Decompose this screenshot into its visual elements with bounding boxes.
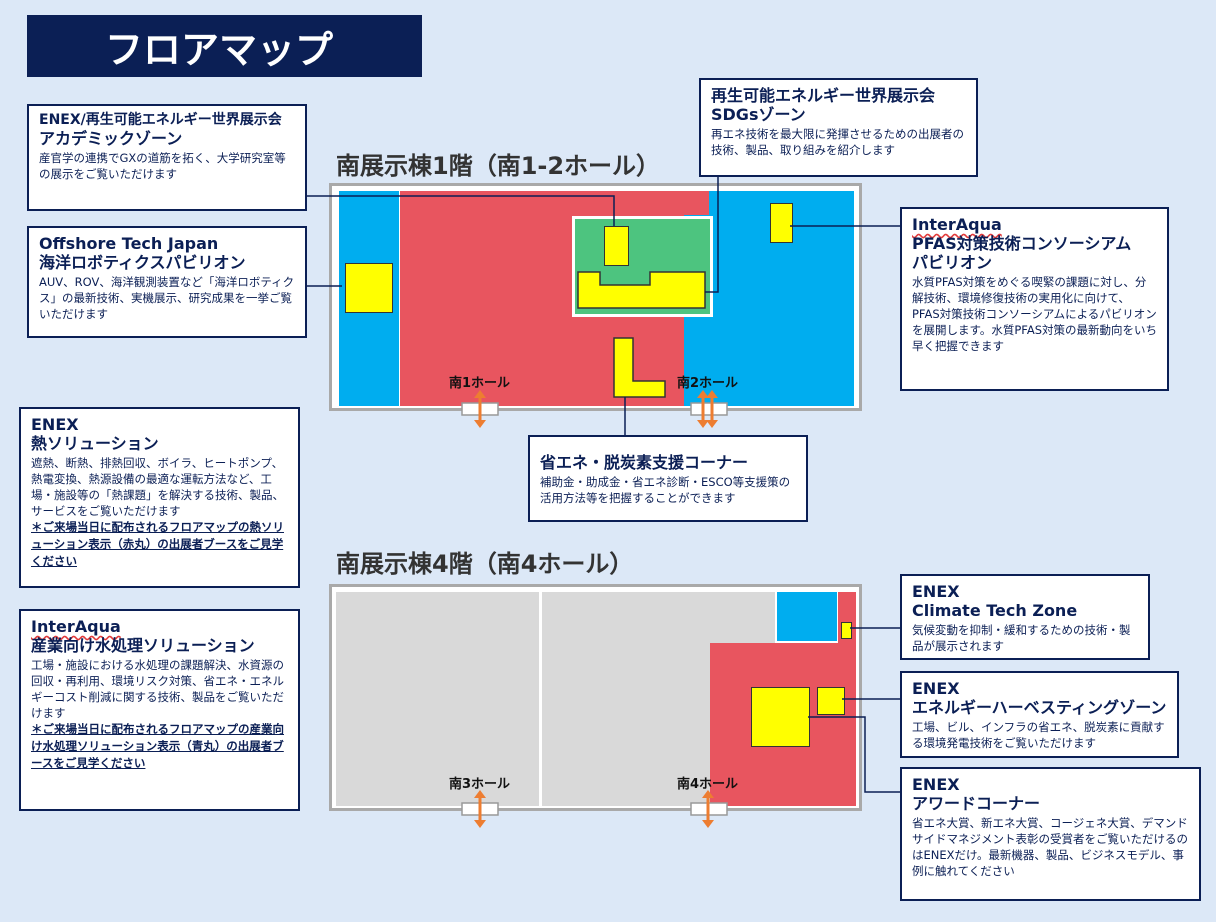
hall-label-s3: 南3ホール	[449, 777, 511, 792]
floor1-map: 南1ホール 南2ホール	[329, 183, 862, 411]
water-desc: 工場・施設における水処理の課題解決、水資源の回収・再利用、環境リスク対策、省エネ…	[31, 658, 284, 720]
pfas-line1: InterAqua	[912, 215, 1157, 234]
floor4-title: 南展示棟4階（南4ホール）	[336, 550, 634, 578]
info-box-pfas: InterAqua PFAS対策技術コンソーシアム パビリオン 水質PFAS対策…	[900, 207, 1169, 391]
heat-line2: 熱ソリューション	[31, 434, 159, 453]
harvesting-desc: 工場、ビル、インフラの省エネ、脱炭素に貢献する環境発電技術をご覧いただけます	[912, 720, 1165, 750]
info-box-water: InterAqua 産業向け水処理ソリューション 工場・施設における水処理の課題…	[19, 609, 300, 811]
award-desc: 省エネ大賞、新エネ大賞、コージェネ大賞、デマンドサイドマネジメント表彰の受賞者を…	[912, 816, 1188, 878]
sdgs-desc: 再エネ技術を最大限に発揮させるための出展者の技術、製品、取り組みを紹介します	[711, 127, 964, 157]
hall-label-s2: 南2ホール	[677, 376, 739, 391]
info-box-sdgs: 再生可能エネルギー世界展示会 SDGsゾーン 再エネ技術を最大限に発揮させるため…	[699, 78, 978, 177]
gray-hall-s3	[336, 592, 539, 806]
info-box-academic: ENEX/再生可能エネルギー世界展示会 アカデミックゾーン 産官学の連携でGXの…	[27, 104, 307, 211]
info-box-offshore: Offshore Tech Japan 海洋ロボティクスパビリオン AUV、RO…	[27, 226, 307, 338]
hall-label-s4: 南4ホール	[677, 777, 739, 792]
harvesting-line1: ENEX	[912, 679, 960, 698]
yellow-booth-pfas	[770, 203, 793, 243]
pfas-line3: パビリオン	[912, 253, 993, 272]
hall-label-s1: 南1ホール	[449, 376, 511, 391]
award-line1: ENEX	[912, 775, 960, 794]
award-line2: アワードコーナー	[912, 794, 1041, 813]
floor1-title: 南展示棟1階（南1-2ホール）	[336, 152, 661, 180]
sdgs-line1: 再生可能エネルギー世界展示会	[711, 86, 936, 105]
info-box-award: ENEX アワードコーナー 省エネ大賞、新エネ大賞、コージェネ大賞、デマンドサイ…	[900, 767, 1201, 901]
offshore-desc: AUV、ROV、海洋観測装置など「海洋ロボティクス」の最新技術、実機展示、研究成…	[39, 275, 295, 321]
heat-line1: ENEX	[31, 415, 79, 434]
harvesting-line2: エネルギーハーベスティングゾーン	[912, 698, 1167, 717]
water-note: ＊ご来場当日に配布されるフロアマップの産業向け水処理ソリューション表示（青丸）の…	[31, 722, 284, 770]
blue-zone-s4	[777, 592, 837, 641]
climate-line2: Climate Tech Zone	[912, 601, 1078, 620]
info-box-energy-saving: 省エネ・脱炭素支援コーナー 補助金・助成金・省エネ診断・ESCO等支援策の活用方…	[528, 435, 808, 522]
energy-saving-line1: 省エネ・脱炭素支援コーナー	[540, 453, 749, 472]
offshore-line2: 海洋ロボティクスパビリオン	[39, 253, 246, 272]
offshore-line1: Offshore Tech Japan	[39, 234, 219, 253]
yellow-booth-academic	[604, 226, 629, 266]
heat-desc: 遮熱、断熱、排熱回収、ボイラ、ヒートポンプ、熱電変換、熱源設備の最適な運転方法な…	[31, 456, 284, 518]
yellow-booth-offshore	[345, 263, 393, 313]
academic-line1: ENEX/再生可能エネルギー世界展示会	[39, 112, 282, 128]
red-zone-center-top-right	[684, 191, 709, 215]
pfas-line1-text: InterAqua	[912, 215, 1002, 234]
green-zone	[572, 216, 713, 317]
academic-desc: 産官学の連携でGXの道筋を拓く、大学研究室等の展示をご覧いただけます	[39, 151, 286, 181]
water-line1: InterAqua	[31, 617, 288, 636]
info-box-heat: ENEX 熱ソリューション 遮熱、断熱、排熱回収、ボイラ、ヒートポンプ、熱電変換…	[19, 407, 300, 588]
info-box-harvesting: ENEX エネルギーハーベスティングゾーン 工場、ビル、インフラの省エネ、脱炭素…	[900, 671, 1179, 758]
pfas-desc: 水質PFAS対策をめぐる喫緊の課題に対し、分解技術、環境修復技術の実用化に向けて…	[912, 275, 1158, 353]
pfas-line2: PFAS対策技術コンソーシアム	[912, 234, 1132, 253]
climate-line1: ENEX	[912, 582, 960, 601]
yellow-booth-climate	[841, 622, 852, 639]
academic-line2: アカデミックゾーン	[39, 129, 183, 148]
info-box-climate: ENEX Climate Tech Zone 気候変動を抑制・緩和するための技術…	[900, 574, 1150, 660]
heat-note: ＊ご来場当日に配布されるフロアマップの熱ソリューション表示（赤丸）の出展者ブース…	[31, 520, 284, 568]
floor4-map: 南3ホール 南4ホール	[329, 584, 862, 811]
page-title: フロアマップ	[27, 15, 422, 77]
sdgs-line2: SDGsゾーン	[711, 105, 806, 124]
yellow-booth-harvesting	[817, 687, 845, 715]
water-line1-text: InterAqua	[31, 617, 121, 636]
energy-saving-desc: 補助金・助成金・省エネ診断・ESCO等支援策の活用方法等を把握することができます	[540, 475, 791, 505]
yellow-booth-award	[751, 687, 810, 747]
water-line2: 産業向け水処理ソリューション	[31, 636, 255, 655]
climate-desc: 気候変動を抑制・緩和するための技術・製品が展示されます	[912, 623, 1131, 653]
